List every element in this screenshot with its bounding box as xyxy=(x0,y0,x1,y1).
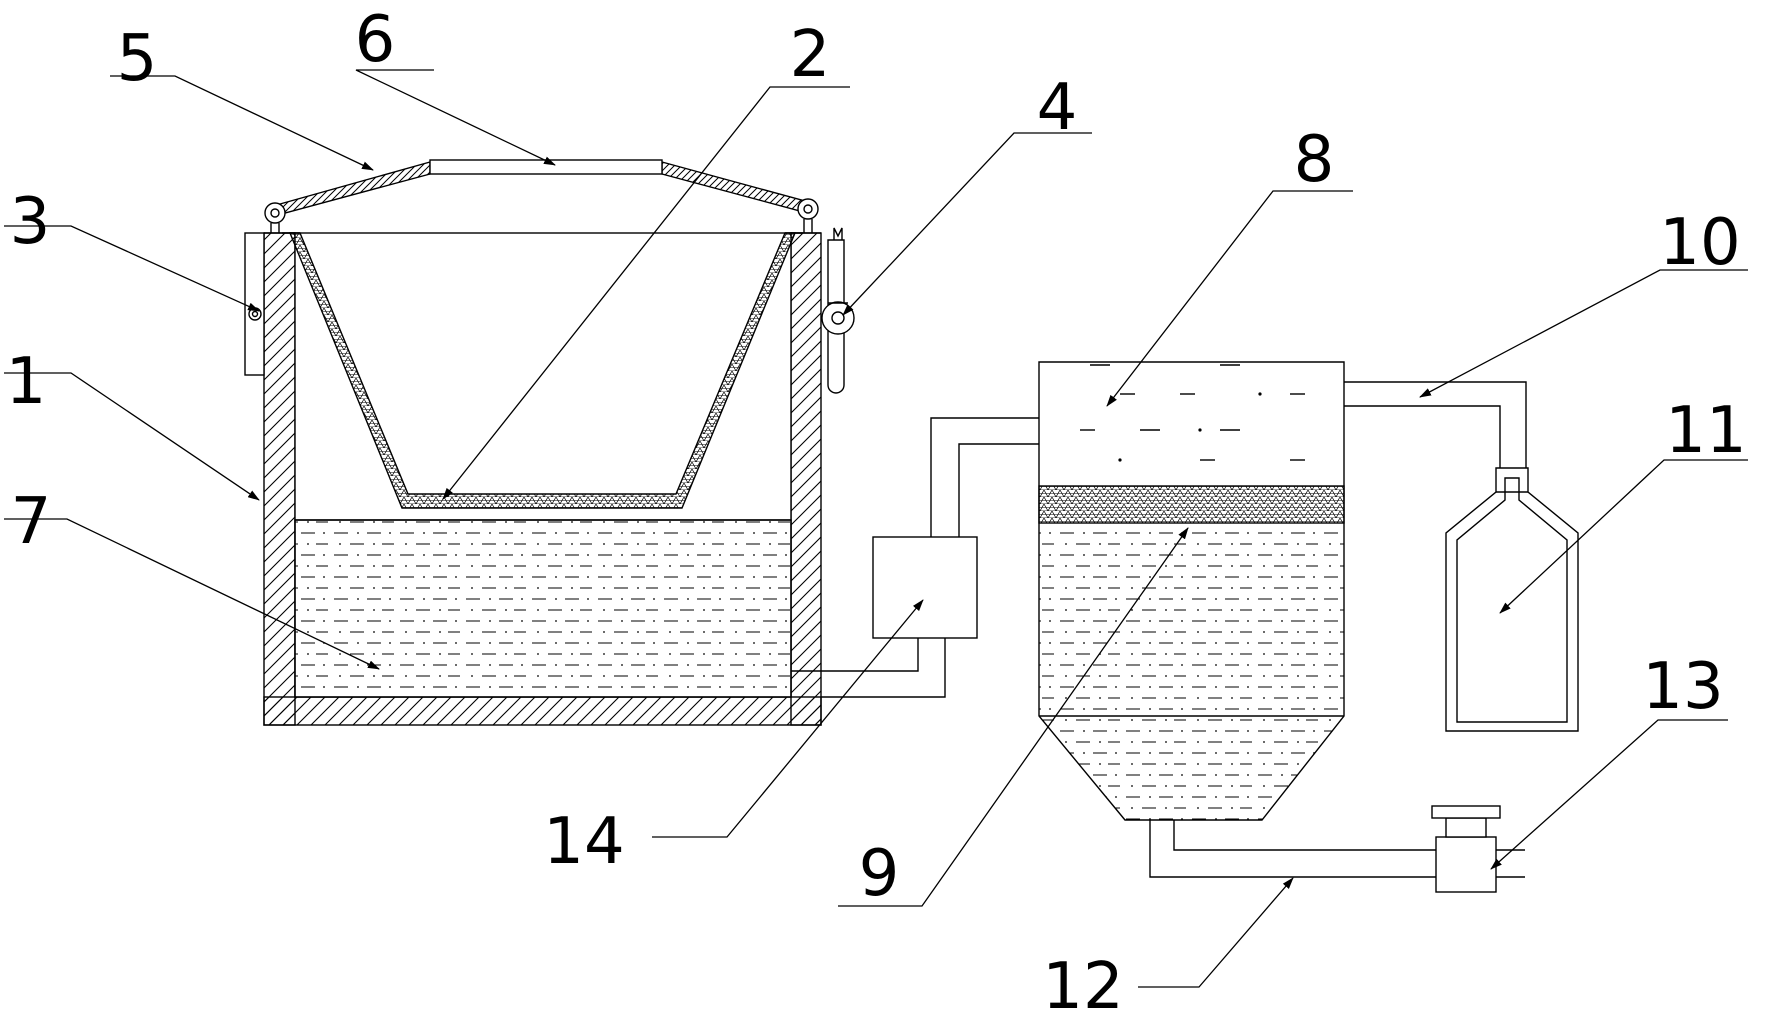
label-1: 1 xyxy=(6,345,47,419)
label-5: 5 xyxy=(117,22,158,96)
left-latch xyxy=(244,232,265,376)
label-13: 13 xyxy=(1642,650,1723,724)
bottle xyxy=(1445,467,1579,732)
label-2: 2 xyxy=(790,18,831,92)
lid xyxy=(264,159,819,233)
label-8: 8 xyxy=(1294,123,1335,197)
tank-liquid xyxy=(294,519,792,698)
leader-14 xyxy=(652,599,924,838)
leader-lines xyxy=(4,69,1748,988)
leader-10 xyxy=(1419,269,1748,398)
label-3: 3 xyxy=(10,185,51,259)
label-7: 7 xyxy=(11,485,52,559)
treatment-tank xyxy=(1038,361,1345,821)
leader-7 xyxy=(4,518,380,670)
label-11: 11 xyxy=(1665,394,1746,468)
pump xyxy=(872,536,978,639)
label-9: 9 xyxy=(859,837,900,911)
leader-12 xyxy=(1138,877,1294,988)
upper-liquid-marks xyxy=(1080,364,1305,462)
leader-13 xyxy=(1490,719,1728,870)
valve xyxy=(1431,805,1501,893)
leader-3 xyxy=(4,225,260,312)
leader-6 xyxy=(355,69,556,166)
label-6: 6 xyxy=(355,3,396,77)
pump-pipes xyxy=(791,417,1039,698)
leader-11 xyxy=(1499,459,1748,614)
label-10: 10 xyxy=(1659,206,1740,280)
labels: 1 2 3 4 5 6 7 8 9 10 11 12 13 14 xyxy=(6,3,1747,1024)
inner-basket xyxy=(282,232,803,509)
leader-1 xyxy=(4,372,260,501)
bottle-pipe xyxy=(1344,381,1527,478)
leader-2 xyxy=(442,86,850,500)
leader-9 xyxy=(838,527,1189,907)
leader-4 xyxy=(842,132,1092,316)
right-clamp xyxy=(821,227,855,394)
leader-5 xyxy=(110,75,374,171)
label-12: 12 xyxy=(1042,950,1123,1023)
drain-pipe xyxy=(1149,820,1525,878)
label-14: 14 xyxy=(543,805,624,879)
label-4: 4 xyxy=(1037,71,1078,145)
leader-8 xyxy=(1106,190,1353,407)
